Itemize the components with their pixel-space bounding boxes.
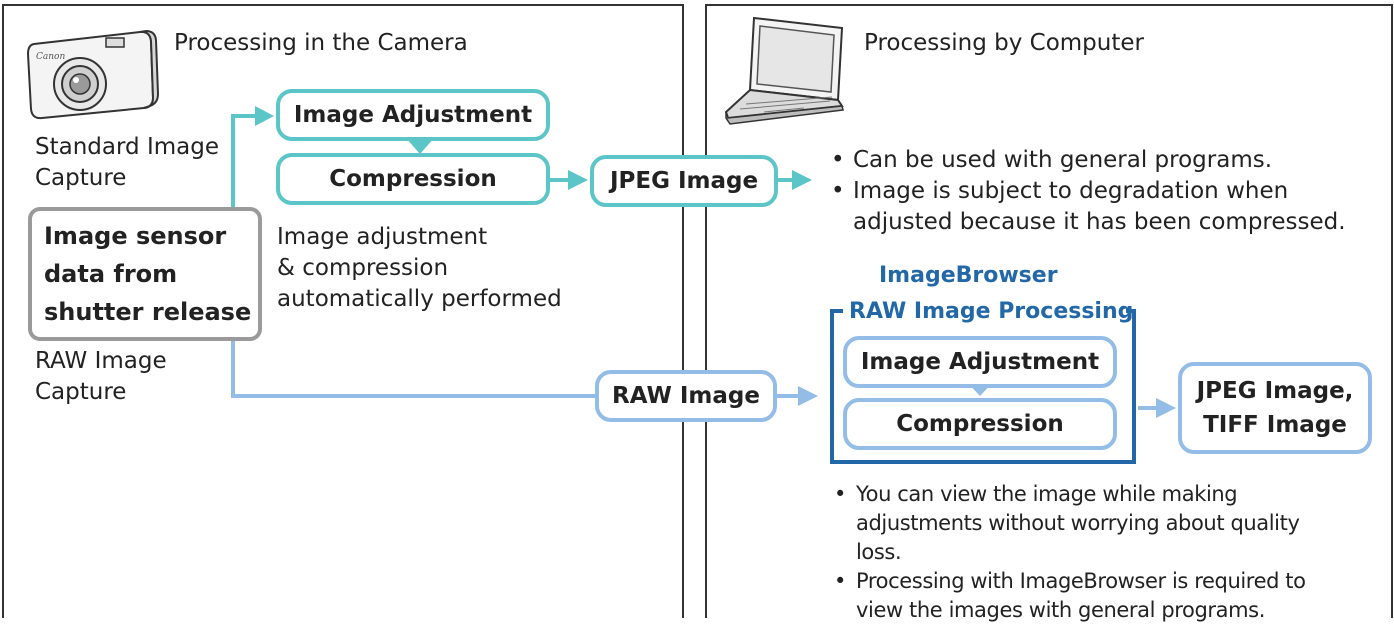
camera-panel-title: Processing in the Camera [174,30,468,56]
camera-panel [2,4,684,618]
final-output-box: JPEG Image, TIFF Image [1178,362,1372,454]
jpeg-image-box: JPEG Image [590,155,778,207]
laptop-icon [724,14,854,134]
raw-image-box: RAW Image [595,370,777,422]
final-output-line-1: JPEG Image, [1196,378,1354,404]
camera-image-adjustment-box: Image Adjustment [276,89,550,141]
sensor-line-1: Image sensor [44,222,227,250]
pc-compression-box: Compression [843,398,1117,450]
camera-icon: Canon [22,14,162,124]
pc-image-adjustment-box: Image Adjustment [843,336,1117,388]
teal-arrowhead-3 [792,170,812,190]
auto-note-line-1: Image adjustment [277,224,488,250]
raw-note-2: Processing with ImageBrowser is required… [828,567,1338,625]
standard-capture-line-1: Standard Image [35,134,219,160]
standard-capture-line-2: Capture [35,165,127,191]
final-output-line-2: TIFF Image [1203,412,1347,438]
computer-panel-title: Processing by Computer [864,30,1144,56]
jpeg-notes-list: Can be used with general programs. Image… [825,145,1365,238]
sensor-line-3: shutter release [44,298,252,326]
camera-compression-box: Compression [276,153,550,205]
imagebrowser-title: ImageBrowser [879,263,1058,288]
auto-processing-note: Image adjustment & compression automatic… [277,222,562,315]
raw-notes-list: You can view the image while making adju… [828,480,1338,625]
auto-note-line-2: & compression [277,255,449,281]
computer-panel [705,4,1393,618]
raw-note-1: You can view the image while making adju… [828,480,1338,567]
teal-down-arrow [406,138,434,154]
blue-arrowhead-1 [798,386,818,406]
standard-capture-label: Standard Image Capture [35,132,219,194]
raw-capture-line-1: RAW Image [35,348,167,374]
raw-capture-line-2: Capture [35,379,127,405]
raw-capture-label: RAW Image Capture [35,346,167,408]
teal-arrowhead-2 [568,170,588,190]
teal-arrowhead-1 [255,106,274,126]
jpeg-note-1: Can be used with general programs. [825,145,1365,176]
sensor-line-2: data from [44,260,178,288]
jpeg-note-2: Image is subject to degradation when adj… [825,176,1365,238]
teal-branch-line [231,114,255,208]
blue-arrowhead-2 [1156,398,1176,418]
camera-brand-label: Canon [36,52,65,62]
sensor-data-box: Image sensor data from shutter release [28,207,262,341]
blue-branch-line [231,340,595,398]
raw-processing-title: RAW Image Processing [849,299,1134,324]
auto-note-line-3: automatically performed [277,286,562,312]
